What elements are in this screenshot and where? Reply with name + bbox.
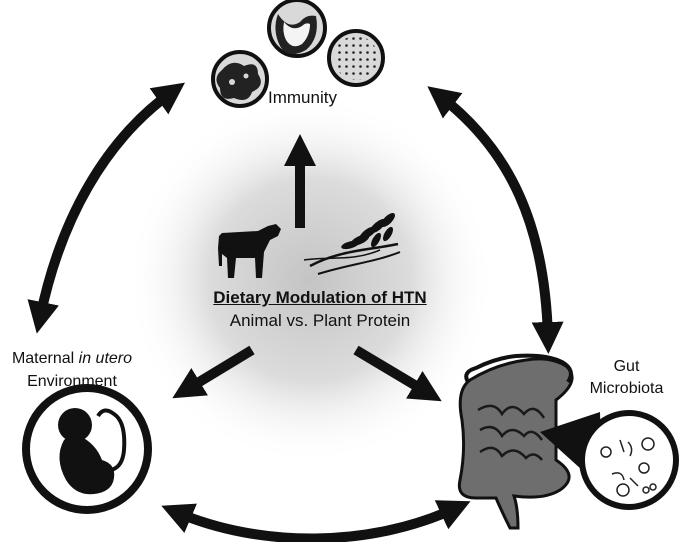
center-subtitle: Animal vs. Plant Protein [229,311,411,330]
maternal-gut-arrow [161,500,471,542]
immunity-maternal-arrow [27,82,186,334]
cow-icon [218,224,281,278]
immunity-gut-arrow [427,86,564,354]
center-title: Dietary Modulation of HTN [213,288,427,307]
gut-label-line1: Gut [613,358,640,375]
neutrophil-icon [211,50,269,108]
wheat-icon [303,213,401,275]
maternal-environment-label: Maternal in utero Environment [2,347,142,393]
intestine-icon [457,353,574,530]
immunity-label: Immunity [268,88,337,107]
maternal-label-line2: Environment [27,373,117,390]
microbiota-magnifier-icon [540,410,679,510]
gut-microbiota-label: Gut Microbiota [568,356,685,400]
gut-label-line2: Microbiota [589,380,664,397]
maternal-label-prefix: Maternal [11,350,79,367]
maternal-label-line1: Maternal in utero [2,347,142,370]
center-glow [125,95,495,465]
fetus-icon [22,384,152,514]
granulocyte-icon [327,29,385,87]
center-to-gut-arrow [353,345,442,402]
monocyte-icon [267,0,327,58]
maternal-label-italic: in utero [78,350,133,367]
center-to-maternal-arrow [172,345,255,399]
